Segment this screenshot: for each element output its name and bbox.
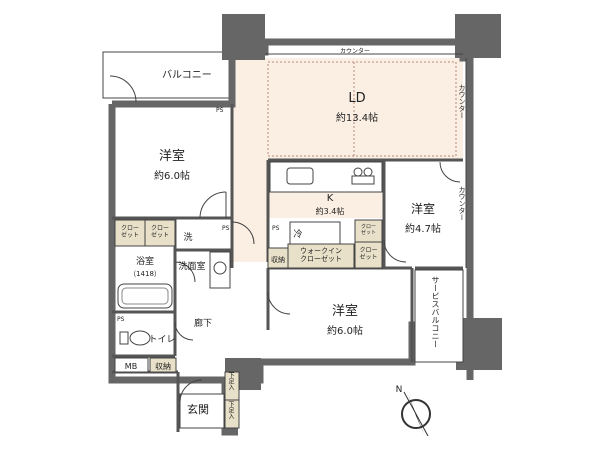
compass-label: N xyxy=(396,385,403,395)
closet-1-area xyxy=(114,219,146,247)
kitchen-pantry xyxy=(289,221,341,247)
toilet-label: トイレ xyxy=(148,335,175,345)
bath-label: 浴室 xyxy=(136,255,154,267)
counter-top-label: カウンター xyxy=(340,47,370,55)
shoe1-label: 下足入 xyxy=(227,372,234,390)
service-balcony-area xyxy=(414,269,464,363)
bathtub-inner xyxy=(121,287,169,305)
entrance-area xyxy=(179,393,225,429)
ps2-label: PS xyxy=(222,225,230,232)
compass-icon xyxy=(401,391,431,437)
ps4-label: PS xyxy=(117,316,125,323)
shoe2-label: 下足入 xyxy=(227,401,234,419)
western3-name: 洋室 xyxy=(332,303,358,319)
closet-4-area xyxy=(354,241,383,269)
bathtub-icon xyxy=(117,283,173,309)
stove-icon xyxy=(351,175,375,185)
column-bottom-right xyxy=(456,318,502,370)
western2-name: 洋室 xyxy=(411,201,435,216)
bath-size-label: （1418） xyxy=(129,270,161,278)
kitchen-sink-icon xyxy=(286,167,314,185)
fridge-label: 冷 xyxy=(293,228,302,240)
ps3-label: PS xyxy=(272,225,280,232)
washbasin-icon xyxy=(213,261,227,275)
ps-label: PS xyxy=(216,107,224,114)
service-balcony-label: サービスバルコニー xyxy=(431,276,440,348)
closet-2-area xyxy=(144,219,176,247)
toilet-tank-icon xyxy=(119,331,129,345)
storage1-label: 収納 xyxy=(155,361,171,371)
kitchen-name: K xyxy=(327,193,334,204)
kitchen-size: 約3.4帖 xyxy=(316,206,345,216)
walkin-closet-area xyxy=(287,243,355,269)
closet1-label: クロー ゼット xyxy=(120,225,139,240)
western3-size: 約6.0帖 xyxy=(327,324,363,337)
western1-name: 洋室 xyxy=(159,148,185,164)
western2-size: 約4.7帖 xyxy=(405,222,441,235)
storage-2-area xyxy=(267,247,289,269)
door-swings xyxy=(109,75,461,403)
wash-label: 洗 xyxy=(183,231,192,243)
ld-name: LD xyxy=(348,91,365,106)
mb-label: MB xyxy=(125,362,137,371)
mb-area xyxy=(114,357,149,373)
column-top-left xyxy=(222,14,265,60)
washroom-label: 洗面室 xyxy=(178,260,205,272)
washbasin-counter xyxy=(209,251,231,289)
walkin-label: ウォークイン クローゼット xyxy=(300,247,342,264)
balcony-label: バルコニー xyxy=(162,69,212,81)
hallway-label: 廊下 xyxy=(194,317,212,329)
ld-size: 約13.4帖 xyxy=(336,111,378,124)
counter-right1-label: カウンター xyxy=(458,84,466,119)
closet4-label: クロー ゼット xyxy=(359,247,378,262)
ld-floor-lines xyxy=(267,61,457,157)
column-top-right xyxy=(455,14,501,58)
closet2-label: クロー ゼット xyxy=(150,225,169,240)
storage2-label: 収納 xyxy=(271,255,285,264)
counter-right2-label: カウンター xyxy=(458,186,466,221)
entrance-label: 玄関 xyxy=(187,402,209,416)
western1-size: 約6.0帖 xyxy=(154,169,190,182)
closet3-label: クロー ゼット xyxy=(360,224,376,236)
storage-1-area xyxy=(149,357,177,373)
toilet-icon xyxy=(129,330,151,346)
